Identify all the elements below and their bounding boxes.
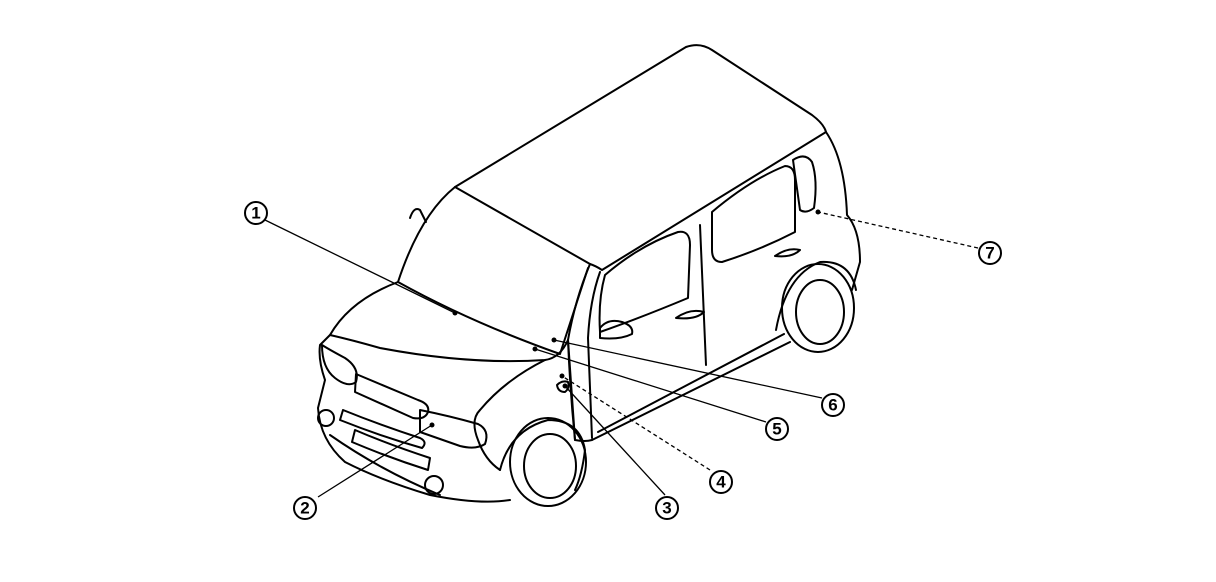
front-fender: [473, 359, 546, 471]
headlamp-right: [419, 409, 488, 449]
body-sill: [591, 333, 791, 441]
callout-label-5: 5: [772, 420, 781, 439]
callout-5: 5: [765, 417, 789, 441]
leader-dot-5: [532, 346, 538, 352]
leader-dot-6: [551, 337, 557, 343]
wheels: [499, 260, 857, 507]
windshield: [397, 186, 589, 355]
callout-label-6: 6: [828, 396, 837, 415]
grille-upper: [354, 373, 430, 420]
fog-lamp-left: [317, 409, 335, 427]
callout-label-7: 7: [985, 244, 994, 263]
leader-line-4: [561, 375, 711, 471]
quarter-window: [792, 155, 817, 213]
front-bumper-lower: [329, 434, 441, 496]
antenna: [409, 208, 427, 223]
leader-dot-7: [815, 209, 821, 215]
leader-dot-3: [562, 383, 568, 389]
fog-lamp-right: [424, 475, 444, 495]
side-details: [409, 208, 801, 393]
callout-label-3: 3: [662, 499, 671, 518]
windows: [587, 155, 817, 439]
leader-lines: [264, 209, 979, 498]
leader-line-7: [817, 211, 979, 249]
front-door-handle: [675, 309, 705, 320]
callout-label-4: 4: [716, 473, 726, 492]
front-details: [317, 344, 488, 496]
front-tire: [509, 417, 587, 507]
rear-door-window: [711, 165, 796, 263]
roof-outline: [454, 44, 827, 271]
vehicle-outline: [317, 44, 861, 503]
leader-dot-1: [452, 310, 458, 316]
leader-line-5: [534, 348, 767, 423]
rear-door-handle: [774, 248, 801, 258]
bumper-intake: [351, 429, 431, 471]
callout-1: 1: [244, 201, 268, 225]
front-door-window: [598, 230, 691, 333]
rear-pillar: [825, 131, 861, 291]
door-seam-rear: [587, 271, 601, 439]
door-seam-b-pillar: [699, 224, 707, 366]
leader-dot-2: [429, 422, 435, 428]
callout-label-2: 2: [300, 499, 309, 518]
leader-line-2: [317, 424, 433, 498]
leader-line-3: [564, 385, 666, 496]
rear-tire: [781, 263, 855, 353]
hood: [329, 281, 569, 363]
leader-line-6: [553, 339, 823, 399]
rear-rim: [795, 279, 845, 345]
bumper-slot: [339, 409, 426, 449]
callout-2: 2: [293, 496, 317, 520]
callout-7: 7: [978, 241, 1002, 265]
headlamp-left: [321, 344, 358, 386]
fuel-lid: [556, 380, 570, 393]
callout-3: 3: [655, 496, 679, 520]
callout-4: 4: [709, 470, 733, 494]
side-mirror: [599, 319, 634, 340]
front-rim: [523, 433, 577, 499]
callout-label-1: 1: [251, 204, 260, 223]
front-face: [317, 334, 511, 503]
leader-line-1: [264, 219, 456, 314]
leader-dot-4: [559, 373, 565, 379]
callout-6: 6: [821, 393, 845, 417]
